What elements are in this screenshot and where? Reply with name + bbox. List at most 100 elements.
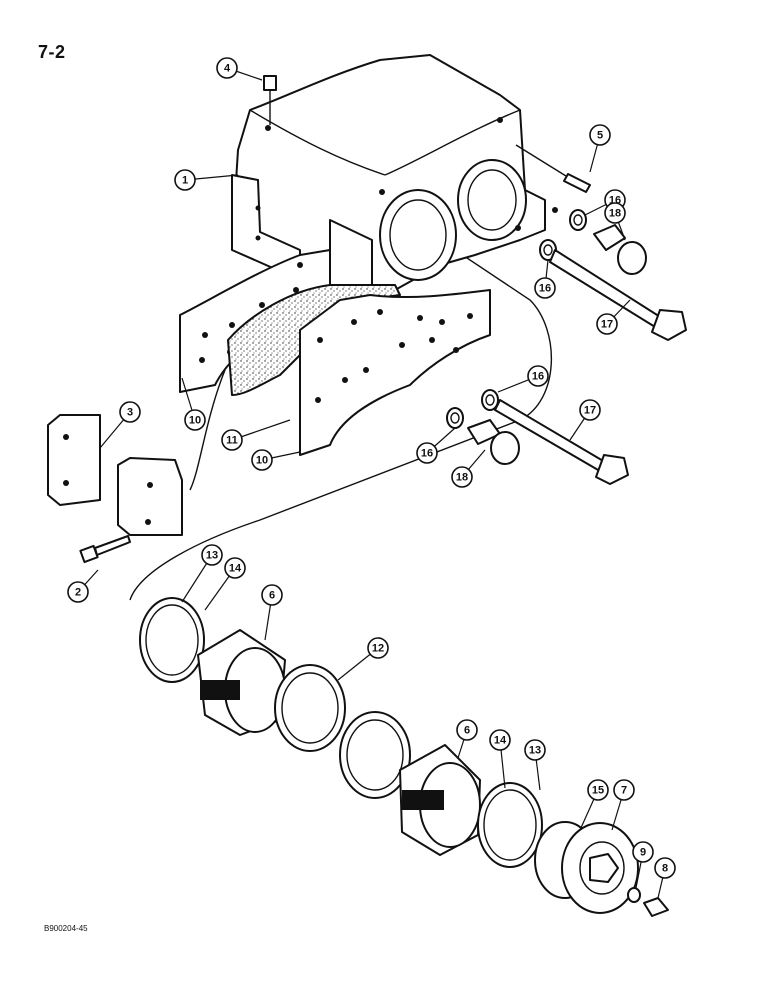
callout-label: 9 xyxy=(640,847,646,859)
callout-6: 6 xyxy=(261,584,283,641)
callout-label: 6 xyxy=(269,590,275,602)
callout-17: 17 xyxy=(596,299,631,335)
callout-9: 9 xyxy=(632,841,654,889)
callout-label: 16 xyxy=(539,283,551,295)
callout-label: 8 xyxy=(662,863,668,875)
callout-circle xyxy=(174,169,196,191)
callout-14: 14 xyxy=(204,557,246,611)
callout-circle xyxy=(67,581,89,603)
piston-6a xyxy=(197,629,286,736)
callout-circle xyxy=(489,729,511,751)
callout-label: 4 xyxy=(224,63,231,75)
callout-16: 16 xyxy=(534,259,556,299)
callout-circle xyxy=(416,442,438,464)
page-number: 7-2 xyxy=(38,42,66,62)
callout-3: 3 xyxy=(99,401,141,449)
callout-circle xyxy=(251,449,273,471)
callout-label: 10 xyxy=(189,415,201,427)
bolt-small xyxy=(79,535,131,564)
callout-circle xyxy=(224,557,246,579)
callout-circle xyxy=(604,202,626,224)
seal-13a xyxy=(139,597,205,683)
callout-label: 16 xyxy=(532,371,544,383)
callout-circle xyxy=(184,409,206,431)
callout-14: 14 xyxy=(489,729,511,789)
callout-label: 14 xyxy=(494,735,507,747)
callout-circle xyxy=(451,466,473,488)
callout-label: 16 xyxy=(421,448,433,460)
callout-7: 7 xyxy=(611,779,635,831)
callout-label: 7 xyxy=(621,785,627,797)
callout-1: 1 xyxy=(174,169,239,191)
callout-circle xyxy=(613,779,635,801)
callout-circle xyxy=(527,365,549,387)
callout-circle xyxy=(456,719,478,741)
callout-circle xyxy=(589,124,611,146)
callout-label: 12 xyxy=(372,643,384,655)
seal-12a xyxy=(274,664,346,752)
washer-9 xyxy=(627,887,641,903)
callout-13: 13 xyxy=(524,739,546,791)
callout-8: 8 xyxy=(654,857,676,899)
callout-circle xyxy=(596,313,618,335)
callout-label: 18 xyxy=(456,472,468,484)
cap-screws xyxy=(467,224,647,465)
callout-circle xyxy=(261,584,283,606)
callout-label: 18 xyxy=(609,208,621,220)
callout-label: 1 xyxy=(182,175,188,187)
callout-label: 5 xyxy=(597,130,603,142)
callout-label: 6 xyxy=(464,725,470,737)
callout-circle xyxy=(524,739,546,761)
callout-layer: 1234566789101011121313141415161616161717… xyxy=(67,57,676,899)
callout-18: 18 xyxy=(604,202,626,241)
bleeder-screw xyxy=(263,75,277,125)
callout-label: 17 xyxy=(584,405,596,417)
callout-label: 17 xyxy=(601,319,613,331)
callout-label: 11 xyxy=(226,435,238,447)
wear-blocks xyxy=(47,414,183,536)
callout-label: 2 xyxy=(75,587,81,599)
cylinder-cap xyxy=(561,822,639,914)
callout-circle xyxy=(216,57,238,79)
callout-16: 16 xyxy=(416,427,456,464)
callout-label: 3 xyxy=(127,407,133,419)
callout-circle xyxy=(221,429,243,451)
callout-label: 13 xyxy=(529,745,541,757)
callout-circle xyxy=(367,637,389,659)
callout-circle xyxy=(534,277,556,299)
callout-circle xyxy=(579,399,601,421)
callout-12: 12 xyxy=(337,637,389,681)
callout-10: 10 xyxy=(251,449,301,471)
seal-12b xyxy=(339,711,411,799)
callout-5: 5 xyxy=(589,124,611,173)
back-plate-lower xyxy=(299,289,491,456)
callout-17: 17 xyxy=(569,399,601,441)
callout-6: 6 xyxy=(456,719,478,759)
callout-15: 15 xyxy=(579,779,609,831)
seal-14b xyxy=(477,782,543,868)
callout-circle xyxy=(654,857,676,879)
callout-2: 2 xyxy=(67,569,99,603)
callout-label: 13 xyxy=(206,550,218,562)
callout-circle xyxy=(632,841,654,863)
callout-10: 10 xyxy=(181,377,206,431)
callout-circle xyxy=(201,544,223,566)
figure-code: B900204-45 xyxy=(44,924,88,933)
long-bolts xyxy=(494,249,687,485)
callout-16: 16 xyxy=(497,365,549,393)
callout-18: 18 xyxy=(451,449,486,488)
callout-label: 15 xyxy=(592,785,604,797)
piston-6b xyxy=(399,744,481,856)
callout-4: 4 xyxy=(216,57,263,81)
grease-fitting xyxy=(515,144,591,193)
plug-8 xyxy=(643,897,669,917)
callout-circle xyxy=(119,401,141,423)
callout-circle xyxy=(587,779,609,801)
caliper-housing xyxy=(231,54,558,306)
callout-13: 13 xyxy=(181,544,223,603)
callout-label: 14 xyxy=(229,563,242,575)
callout-11: 11 xyxy=(221,419,291,451)
guide-line-pad xyxy=(189,369,226,491)
callout-label: 10 xyxy=(256,455,268,467)
